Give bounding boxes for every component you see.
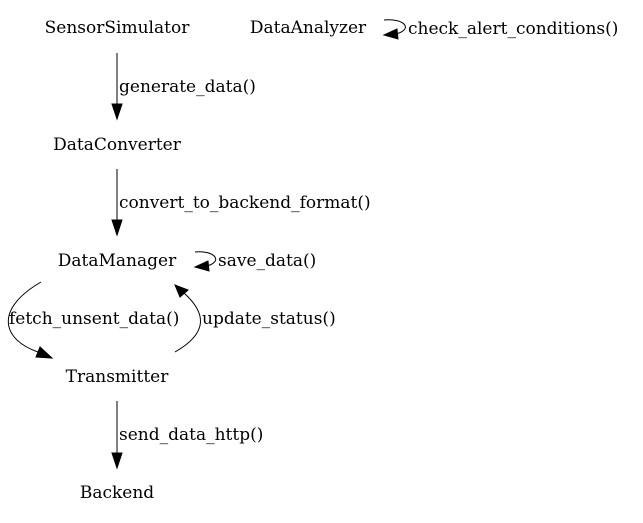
node-transmitter: Transmitter: [66, 367, 170, 387]
node-backend: Backend: [80, 483, 154, 503]
edge-update-status-line: [174, 292, 201, 353]
edge-label-save-data: save_data(): [218, 251, 316, 271]
edge-generate-data-arrowhead: [111, 103, 123, 121]
edge-send-data-http-arrowhead: [111, 452, 123, 470]
edge-label-update-status: update_status(): [202, 309, 336, 329]
node-data-analyzer: DataAnalyzer: [250, 18, 367, 38]
edge-label-send-data-http: send_data_http(): [119, 425, 263, 445]
edge-check-alert-line: [383, 19, 406, 35]
edge-generate-data: generate_data(): [111, 53, 256, 121]
edge-save-data-loop: save_data(): [193, 251, 316, 272]
edge-label-check-alert-conditions: check_alert_conditions(): [408, 19, 618, 39]
edge-check-alert-conditions-loop: check_alert_conditions(): [382, 19, 618, 40]
edge-fetch-unsent-data-line: [7, 281, 42, 353]
edge-update-status: update_status(): [174, 284, 336, 353]
node-data-manager: DataManager: [58, 251, 177, 271]
edge-fetch-unsent-data: fetch_unsent_data(): [7, 281, 179, 359]
edge-label-fetch-unsent-data: fetch_unsent_data(): [9, 309, 179, 329]
edge-update-status-arrowhead: [174, 284, 189, 298]
edge-label-generate-data: generate_data(): [119, 77, 256, 97]
node-sensor-simulator: SensorSimulator: [45, 18, 191, 38]
edge-fetch-unsent-data-arrowhead: [35, 346, 54, 359]
edge-convert-to-backend-format: convert_to_backend_format(): [111, 169, 371, 237]
edge-save-data-arrowhead: [193, 260, 210, 272]
edge-label-convert-to-backend-format: convert_to_backend_format(): [119, 193, 371, 213]
edge-convert-arrowhead: [111, 219, 123, 237]
edge-send-data-http: send_data_http(): [111, 401, 263, 470]
edge-check-alert-arrowhead: [382, 28, 399, 40]
edge-save-data-line: [194, 251, 217, 267]
node-data-converter: DataConverter: [53, 135, 182, 155]
